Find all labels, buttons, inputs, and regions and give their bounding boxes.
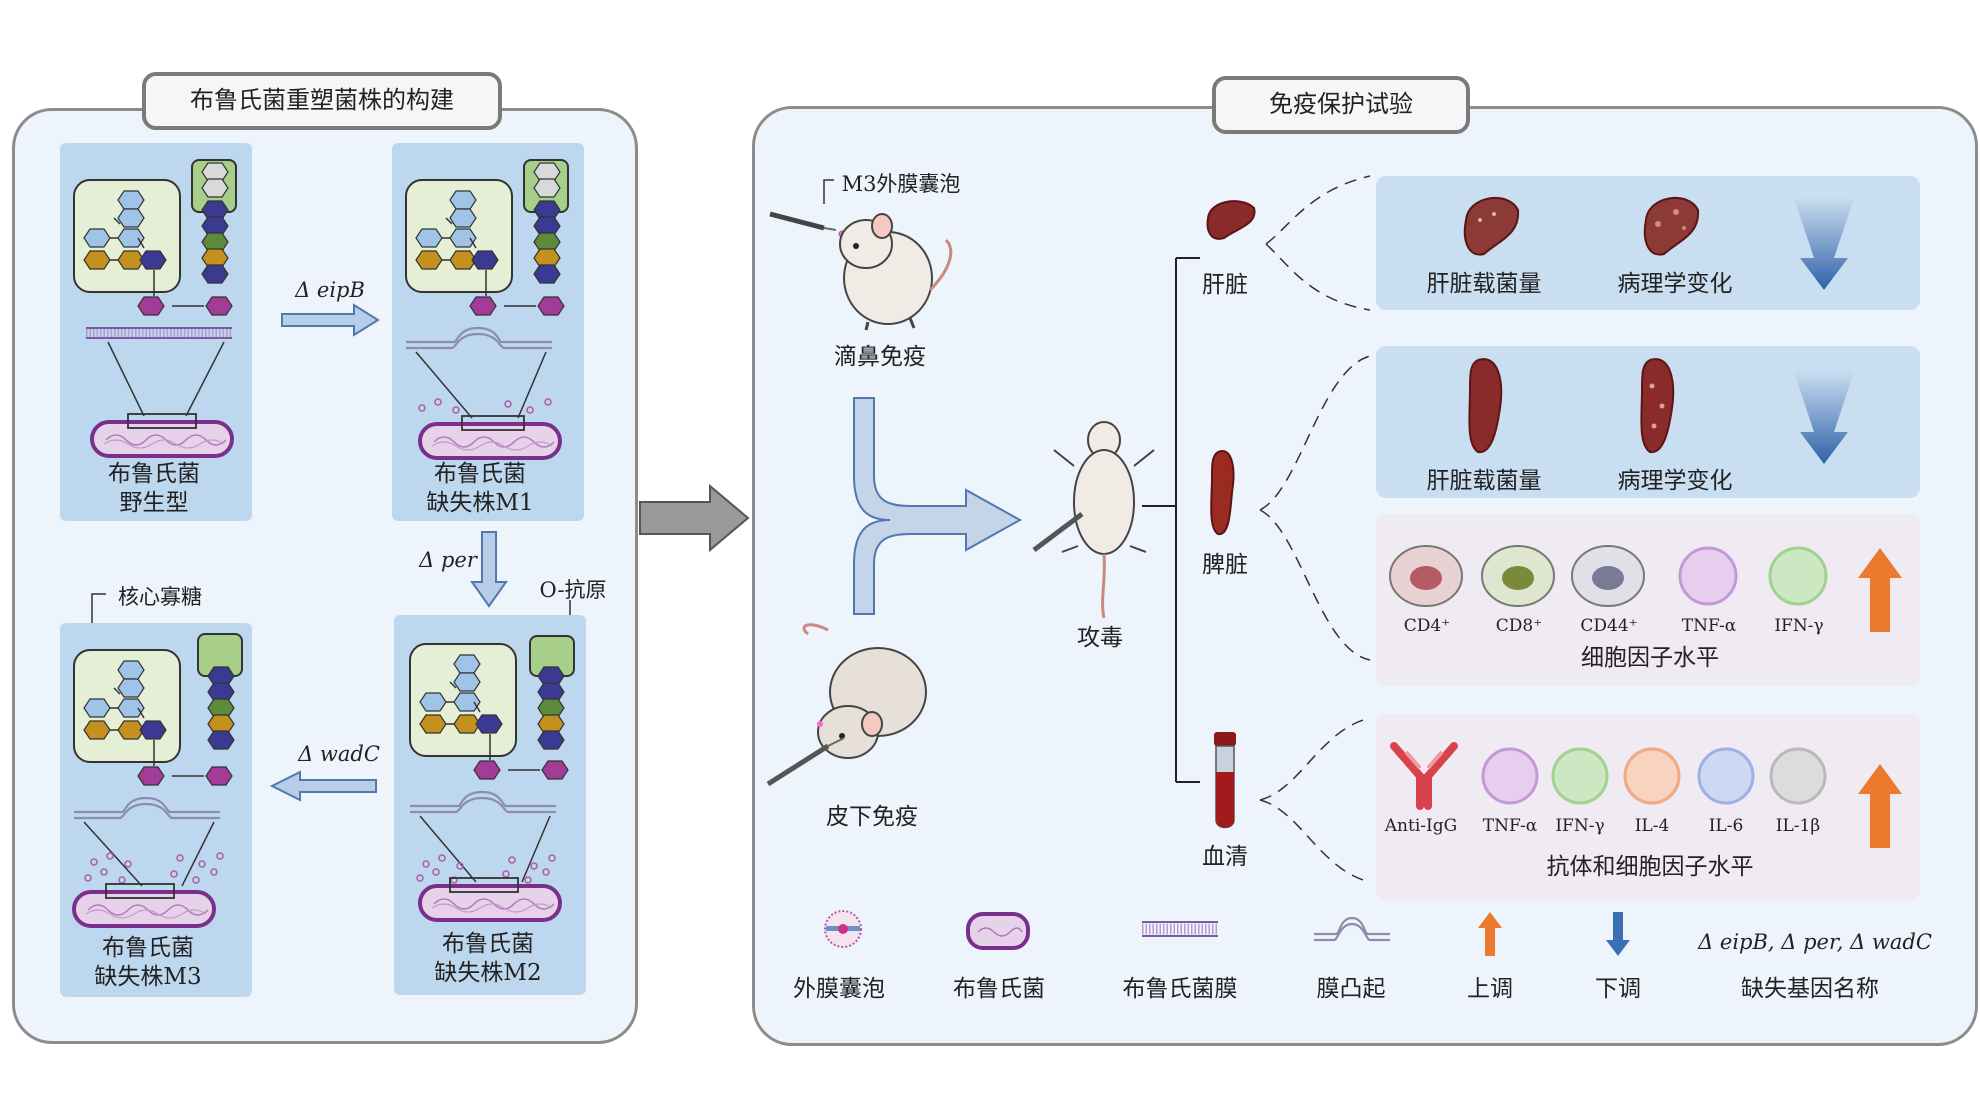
spleen-icon xyxy=(1210,450,1235,536)
tnf-cell-icon xyxy=(1678,546,1738,606)
dashed-connectors xyxy=(1259,175,1371,883)
omv-leader xyxy=(823,179,834,204)
liver-pathology-label: 病理学变化 xyxy=(1617,271,1733,297)
panel-arrow xyxy=(639,483,750,553)
genes-legend-title: Δ eipB, Δ per, Δ wadC xyxy=(1698,930,1932,954)
organ-bracket xyxy=(1142,257,1200,783)
serum-tube-icon xyxy=(1214,732,1236,829)
m3-omv-label: M3外膜囊泡 xyxy=(841,172,961,196)
cell-label: CD8⁺ xyxy=(1495,616,1543,636)
serum-item-label: IL-4 xyxy=(1634,816,1670,836)
cell-cytokine-row xyxy=(1376,514,1920,686)
subcutaneous-mouse-icon xyxy=(766,623,927,787)
liver-bacteria-icon xyxy=(1463,196,1520,256)
spleen-bacteria-icon xyxy=(1468,358,1503,454)
ifn-cell-icon xyxy=(1768,546,1828,606)
protection-title: 免疫保护试验 xyxy=(1212,76,1470,134)
omv-legend-icon xyxy=(824,910,862,948)
challenge-label: 攻毒 xyxy=(1077,625,1123,651)
cd8-cell-icon xyxy=(1481,545,1555,607)
serum-item-label: IL-6 xyxy=(1708,816,1744,836)
m2-structure xyxy=(408,635,575,922)
cd4-cell-icon xyxy=(1389,545,1463,607)
m2-label: 布鲁氏菌缺失株M2 xyxy=(434,931,542,986)
m1-structure xyxy=(404,159,569,460)
membrane-legend-icon xyxy=(1142,921,1218,937)
bulge-legend-icon xyxy=(1314,916,1390,942)
o-antigen-label: O-抗原 xyxy=(539,578,607,602)
wild-type-structure xyxy=(74,159,237,458)
liver-icon xyxy=(1206,200,1256,240)
serum-item-label: IL-1β xyxy=(1775,816,1821,836)
cell-label: CD44⁺ xyxy=(1580,616,1638,636)
serum-item-label: Anti-IgG xyxy=(1384,816,1458,836)
m3-structure xyxy=(72,633,243,928)
up-arrow-icon xyxy=(1858,548,1902,632)
m3-label: 布鲁氏菌缺失株M3 xyxy=(94,935,202,990)
serum-cytokine-icons xyxy=(1481,747,1827,805)
ifn-serum-icon xyxy=(1551,747,1609,805)
route-connector xyxy=(853,397,1023,615)
delta-per-label: Δ per xyxy=(419,548,477,572)
serum-caption: 抗体和细胞因子水平 xyxy=(1546,854,1754,880)
m1-label: 布鲁氏菌缺失株M1 xyxy=(426,461,534,516)
delta-eipb-label: Δ eipB xyxy=(295,278,365,302)
up-arrow-icon xyxy=(1858,764,1902,848)
bulge-legend-label: 膜凸起 xyxy=(1316,976,1386,1002)
up-legend-label: 上调 xyxy=(1467,976,1513,1002)
membrane-legend-label: 布鲁氏菌膜 xyxy=(1122,976,1238,1002)
il1b-serum-icon xyxy=(1769,747,1827,805)
il4-serum-icon xyxy=(1623,747,1681,805)
arrow-eipb xyxy=(281,303,380,337)
serum-antibody-row xyxy=(1376,714,1920,900)
cell-cytokine-caption: 细胞因子水平 xyxy=(1581,645,1719,671)
genes-legend-label: 缺失基因名称 xyxy=(1741,976,1879,1002)
bacteria-legend-icon xyxy=(966,912,1030,950)
serum-item-label: IFN-γ xyxy=(1555,816,1605,836)
subcutaneous-label: 皮下免疫 xyxy=(826,804,918,830)
cell-label: CD4⁺ xyxy=(1403,616,1451,636)
spleen-pathology-label: 病理学变化 xyxy=(1617,468,1733,494)
serum-label: 血清 xyxy=(1202,844,1248,870)
up-legend-icon xyxy=(1478,912,1502,956)
spleen-pathology-icon xyxy=(1640,358,1675,454)
down-legend-label: 下调 xyxy=(1595,976,1641,1002)
construction-title: 布鲁氏菌重塑菌株的构建 xyxy=(142,72,502,130)
intranasal-label: 滴鼻免疫 xyxy=(834,344,926,370)
tnf-serum-icon xyxy=(1481,747,1539,805)
omv-legend-label: 外膜囊泡 xyxy=(793,976,885,1002)
down-arrow-icon xyxy=(1794,372,1854,464)
liver-pathology-icon xyxy=(1643,196,1700,256)
serum-item-label: TNF-α xyxy=(1482,816,1538,836)
cd44-cell-icon xyxy=(1571,545,1645,607)
arrow-wadc xyxy=(269,770,377,802)
liver-load-label: 肝脏载菌量 xyxy=(1426,271,1542,297)
arrow-per xyxy=(470,531,508,608)
spleen-load-label: 肝脏载菌量 xyxy=(1426,468,1542,494)
delta-wadc-label: Δ wadC xyxy=(298,742,380,766)
core-oligo-label: 核心寡糖 xyxy=(118,585,202,609)
down-arrow-icon xyxy=(1794,198,1854,290)
il6-serum-icon xyxy=(1697,747,1755,805)
spleen-label: 脾脏 xyxy=(1202,552,1248,578)
down-legend-icon xyxy=(1606,912,1630,956)
intranasal-mouse-icon xyxy=(769,211,953,331)
challenge-mouse-icon xyxy=(1032,421,1155,619)
bacteria-legend-label: 布鲁氏菌 xyxy=(953,976,1045,1002)
cell-label: IFN-γ xyxy=(1774,616,1824,636)
liver-label: 肝脏 xyxy=(1202,272,1248,298)
wild-type-label: 布鲁氏菌野生型 xyxy=(108,461,200,516)
cell-label: TNF-α xyxy=(1681,616,1737,636)
anti-igg-icon xyxy=(1390,742,1458,810)
cell-icons xyxy=(1389,545,1828,607)
